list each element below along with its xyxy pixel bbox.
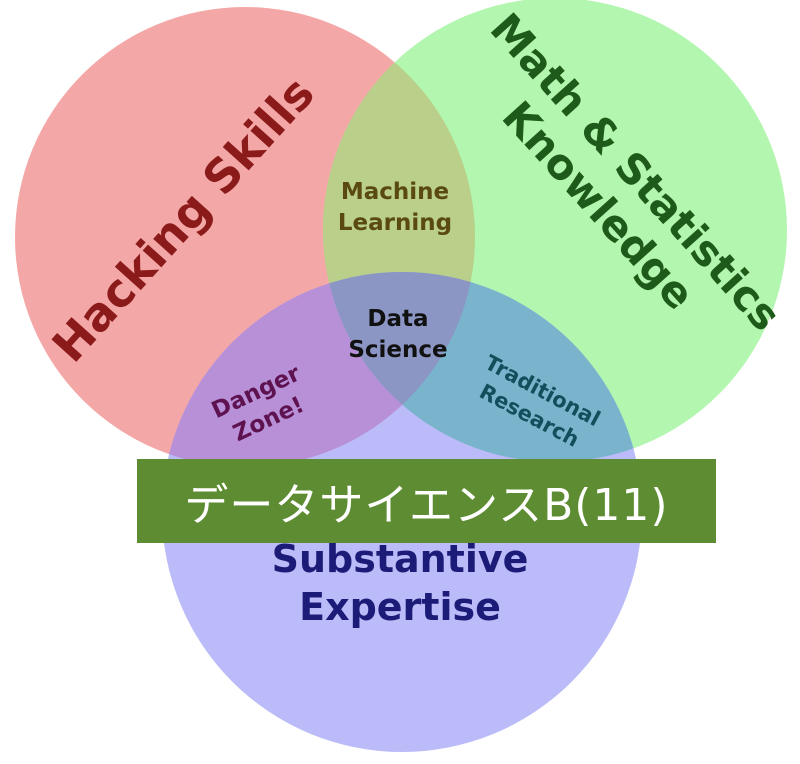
danger-zone-region	[162, 272, 475, 467]
svg-text:Substantive: Substantive	[272, 537, 529, 581]
title-banner: データサイエンスB(11)	[137, 459, 716, 543]
svg-text:Learning: Learning	[338, 210, 452, 236]
data-science-label: Data Science	[348, 306, 447, 363]
banner-title: データサイエンスB(11)	[184, 480, 669, 531]
svg-text:Science: Science	[348, 337, 447, 363]
traditional-research-region	[323, 272, 642, 462]
machine-learning-label: Machine Learning	[338, 179, 452, 236]
svg-text:Machine: Machine	[341, 179, 449, 205]
svg-text:Expertise: Expertise	[299, 585, 501, 629]
substantive-expertise-label: Substantive Expertise	[272, 537, 529, 629]
svg-text:Data: Data	[367, 306, 428, 332]
